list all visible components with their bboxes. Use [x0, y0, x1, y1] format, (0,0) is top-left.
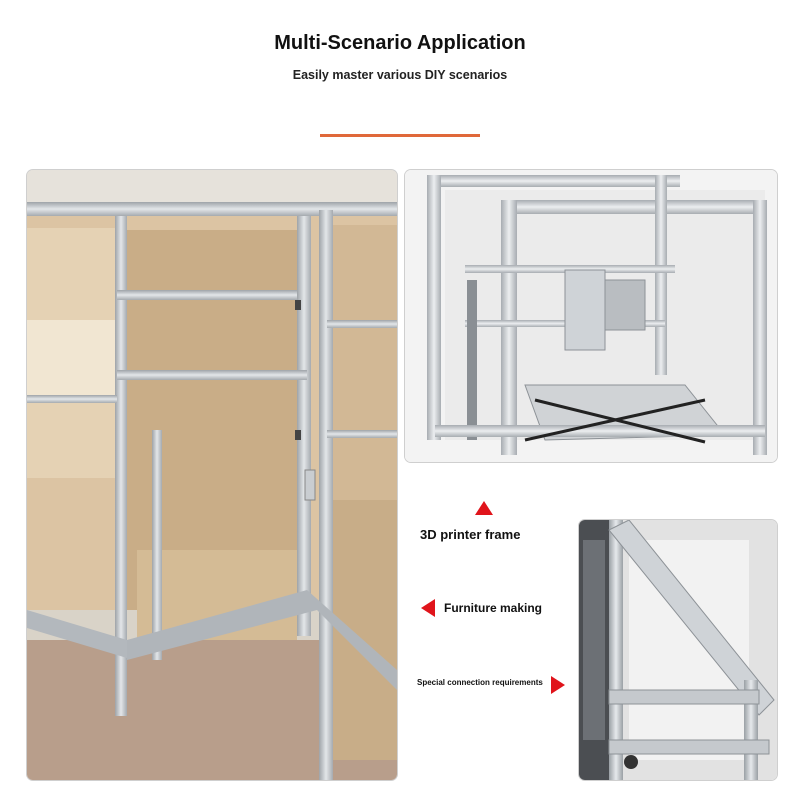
page-subtitle: Easily master various DIY scenarios — [292, 68, 508, 82]
arrow-left-icon — [421, 599, 435, 617]
furniture-photo — [27, 170, 397, 780]
page-title: Multi-Scenario Application — [274, 32, 526, 54]
arrow-up-icon — [475, 501, 493, 515]
special-connection-label: Special connection requirements — [417, 678, 543, 687]
printer-frame-label: 3D printer frame — [420, 527, 521, 542]
printer-frame-photo — [405, 170, 777, 462]
arrow-right-icon — [551, 676, 565, 694]
furniture-making-label: Furniture making — [444, 601, 543, 615]
special-connection-photo — [579, 520, 777, 780]
title-divider — [320, 134, 480, 137]
